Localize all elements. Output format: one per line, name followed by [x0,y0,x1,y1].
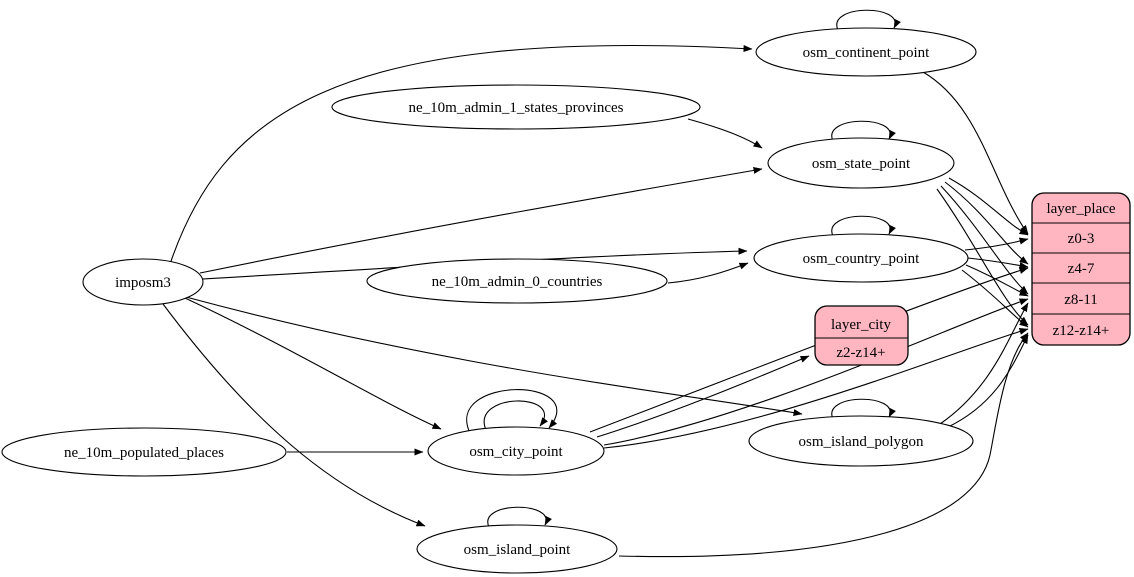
edge-ne_10m_admin_0_countries-osm_country_point [667,262,749,284]
node-imposm3: imposm3 [82,258,204,306]
edge-ne_10m_admin_1_states_provinces-osm_state_point [687,118,763,149]
edge-self-osm_state_point [831,120,896,142]
node-ne_10m_admin_0_countries: ne_10m_admin_0_countries [366,258,668,304]
layer_place-title: layer_place [1046,201,1115,217]
layer_place-row-z8-11: z8-11 [1064,292,1098,308]
edge-self-osm_continent_point [836,9,901,31]
node-osm_state_point: osm_state_point [767,137,955,189]
osm_city_point-shape [427,426,605,476]
ne_10m_admin_0_countries-label: ne_10m_admin_0_countries [432,274,603,290]
osm_island_polygon-shape [748,415,974,467]
edge-osm_state_point-layer_place-z0-3 [948,177,1029,236]
osm_country_point-label: osm_country_point [803,251,920,267]
layer_place-row-z12-z14: z12-z14+ [1053,323,1110,339]
osm_city_point-label: osm_city_point [469,444,563,460]
edge-imposm3-osm_continent_point [169,44,753,265]
edge-osm_island_point-layer_place-z12-z14+ [618,332,1029,558]
edge-osm_city_point-layer_place-z8-11 [603,298,1029,446]
edge-imposm3-osm_island_point [162,303,426,527]
ne_10m_populated_places-shape [1,427,287,477]
osm_state_point-label: osm_state_point [812,156,911,172]
osm_continent_point-shape [755,27,977,77]
layer_city-row-z2-z14: z2-z14+ [836,345,885,361]
edge-osm_state_point-layer_place-z8-11 [940,185,1029,295]
edge-osm_city_point-layer_city-z2-z14+ [596,355,810,438]
edge-self-osm_city_point-inner [483,400,548,431]
edge-self-osm_country_point [831,215,896,237]
edge-osm_city_point-layer_place-z4-7 [589,267,1029,433]
layer_city-title: layer_city [831,317,891,333]
edge-osm_city_point-layer_place-z12-z14+ [603,328,1029,449]
osm_state_point-shape [767,137,955,189]
layer_place-row-z0-3: z0-3 [1068,231,1095,247]
node-ne_10m_admin_1_states_provinces: ne_10m_admin_1_states_provinces [331,84,701,130]
edges [162,9,1029,558]
ne_10m_admin_0_countries-shape [366,258,668,304]
edge-osm_country_point-layer_place-z0-3 [964,237,1029,251]
edge-osm_state_point-layer_place-z4-7 [944,181,1029,265]
imposm3-shape [82,258,204,306]
layer_place-shape [1031,192,1131,346]
imposm3-label: imposm3 [115,275,171,291]
node-layer_city: layer_city z2-z14+ [814,305,909,366]
osm_island_point-shape [416,524,618,574]
osm_island_point-label: osm_island_point [464,542,572,558]
node-ne_10m_populated_places: ne_10m_populated_places [1,427,287,477]
edge-osm_country_point-layer_place-z8-11 [965,264,1029,297]
node-osm_island_point: osm_island_point [416,524,618,574]
edge-osm_continent_point-layer_place-z0-3 [922,71,1029,235]
node-layer_place: layer_place z0-3 z4-7 z8-11 z12-z14+ [1031,192,1131,346]
edge-self-osm_island_point [487,506,552,528]
node-osm_continent_point: osm_continent_point [755,27,977,77]
edge-osm_island_polygon-layer_place-z8-11 [939,302,1029,425]
edge-osm_country_point-layer_place-z4-7 [967,257,1029,269]
node-osm_island_polygon: osm_island_polygon [748,415,974,467]
layer_city-shape [814,305,909,366]
node-osm_city_point: osm_city_point [427,426,605,476]
osm_country_point-shape [753,233,969,283]
ne_10m_admin_1_states_provinces-shape [331,84,701,130]
ne_10m_admin_1_states_provinces-label: ne_10m_admin_1_states_provinces [409,100,624,116]
edge-imposm3-osm_state_point [199,166,763,274]
edge-self-osm_island_polygon [831,398,896,420]
edge-self-osm_city_point-outer [466,389,558,434]
edge-osm_country_point-layer_place-z12-z14+ [961,269,1029,328]
osm_continent_point-label: osm_continent_point [803,45,930,61]
edge-osm_state_point-layer_place-z12-z14+ [936,188,1029,326]
layer_place-row-z4-7: z4-7 [1068,261,1095,277]
edge-imposm3-osm_city_point [184,297,442,430]
edge-imposm3-osm_island_polygon [185,296,803,417]
node-osm_country_point: osm_country_point [753,233,969,283]
edge-osm_island_polygon-layer_place-z12-z14+ [945,334,1029,429]
osm_island_polygon-label: osm_island_polygon [798,434,924,450]
ne_10m_populated_places-label: ne_10m_populated_places [64,445,224,461]
